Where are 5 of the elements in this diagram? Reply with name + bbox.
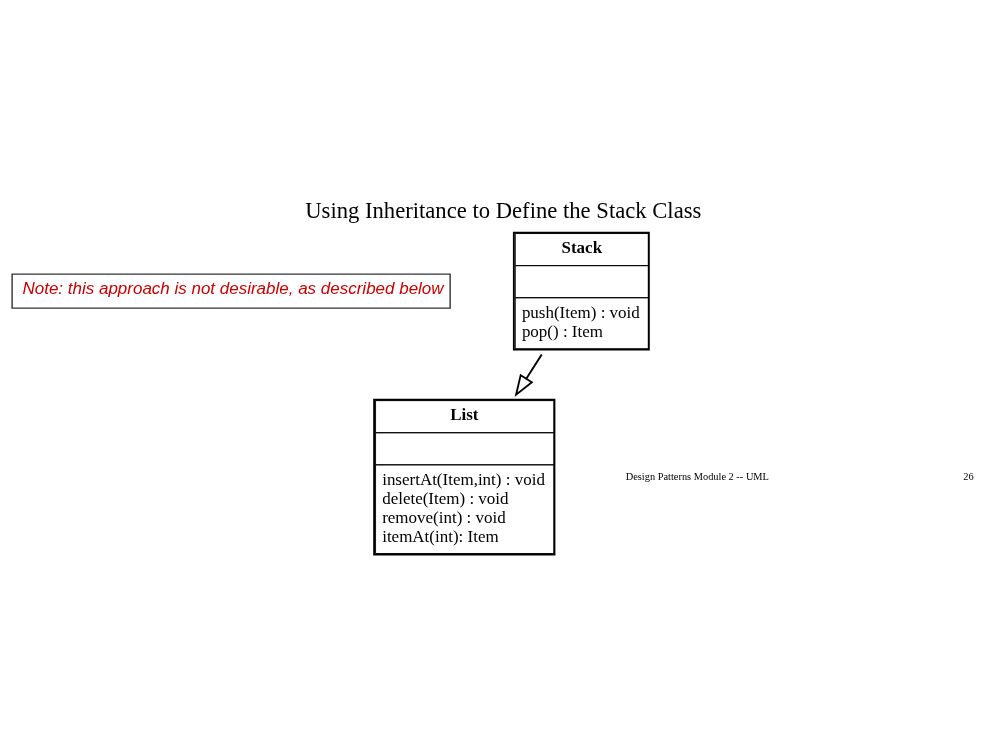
label: 26: [963, 470, 974, 482]
arrow: [514, 353, 543, 398]
label: Design Patterns Module 2 -- UML: [625, 470, 769, 482]
diagram-title: Using Inheritance to Define the Stack Class: [305, 197, 702, 223]
node-box: Note: this approach is not desirable, as described below: [11, 273, 451, 309]
